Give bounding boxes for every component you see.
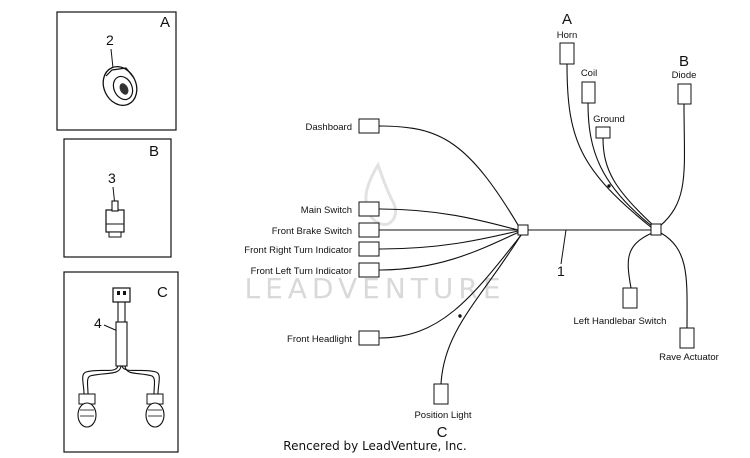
left-junction [517,224,529,236]
panel-c: C 4 [63,271,179,453]
panel-b: B 3 [63,138,172,258]
connector-front-left-turn-indicator: Front Left Turn Indicator [251,262,380,278]
panel-c-letter: C [157,284,168,301]
connector-position-light: Position Light C [414,383,472,441]
connector-main-switch-label: Main Switch [301,205,352,216]
panel-b-letter: B [149,143,159,160]
connector-main-switch: Main Switch [301,201,380,217]
callout-c: C [437,424,448,441]
callout-main-wire: 1 [557,263,565,279]
connector-front-left-turn-indicator-label: Front Left Turn Indicator [251,266,352,277]
connector-front-right-turn-indicator: Front Right Turn Indicator [244,241,380,257]
connector-front-brake-switch: Front Brake Switch [272,222,380,238]
panel-a-part-number: 2 [106,32,114,48]
horn-part-icon [102,66,138,106]
connector-ground: Ground [593,114,625,139]
connector-front-brake-switch-label: Front Brake Switch [272,226,352,237]
connector-dashboard-label: Dashboard [306,122,352,133]
callout-b: B [679,53,689,70]
harness-wires [378,63,688,385]
connector-rave-actuator-label: Rave Actuator [659,352,719,363]
callout-a: A [562,11,572,28]
connector-diode-label: Diode [672,70,697,81]
connector-front-right-turn-indicator-label: Front Right Turn Indicator [244,245,352,256]
position-light-harness-part-icon [77,287,165,428]
connector-horn-label: Horn [557,30,578,41]
connector-left-handlebar-switch-label: Left Handlebar Switch [574,316,667,327]
right-junction [650,223,662,236]
connector-ground-label: Ground [593,114,625,125]
diode-part-icon [105,200,125,238]
footer-credit: Rencered by LeadVenture, Inc. [283,439,466,453]
connector-dashboard: Dashboard [306,118,380,134]
connector-coil: Coil [581,68,597,104]
panel-a: A 2 [56,11,177,131]
connector-horn: A Horn [557,11,578,65]
connector-position-light-label: Position Light [414,410,471,421]
panel-c-part-number: 4 [94,315,102,331]
connector-coil-label: Coil [581,68,597,79]
connector-rave-actuator: Rave Actuator [659,327,719,363]
connector-front-headlight: Front Headlight [287,330,380,346]
panel-b-part-number: 3 [108,170,116,186]
connector-left-handlebar-switch: Left Handlebar Switch [574,287,667,327]
connector-diode: B Diode [672,53,697,105]
panel-a-letter: A [160,14,170,31]
connector-front-headlight-label: Front Headlight [287,334,352,345]
